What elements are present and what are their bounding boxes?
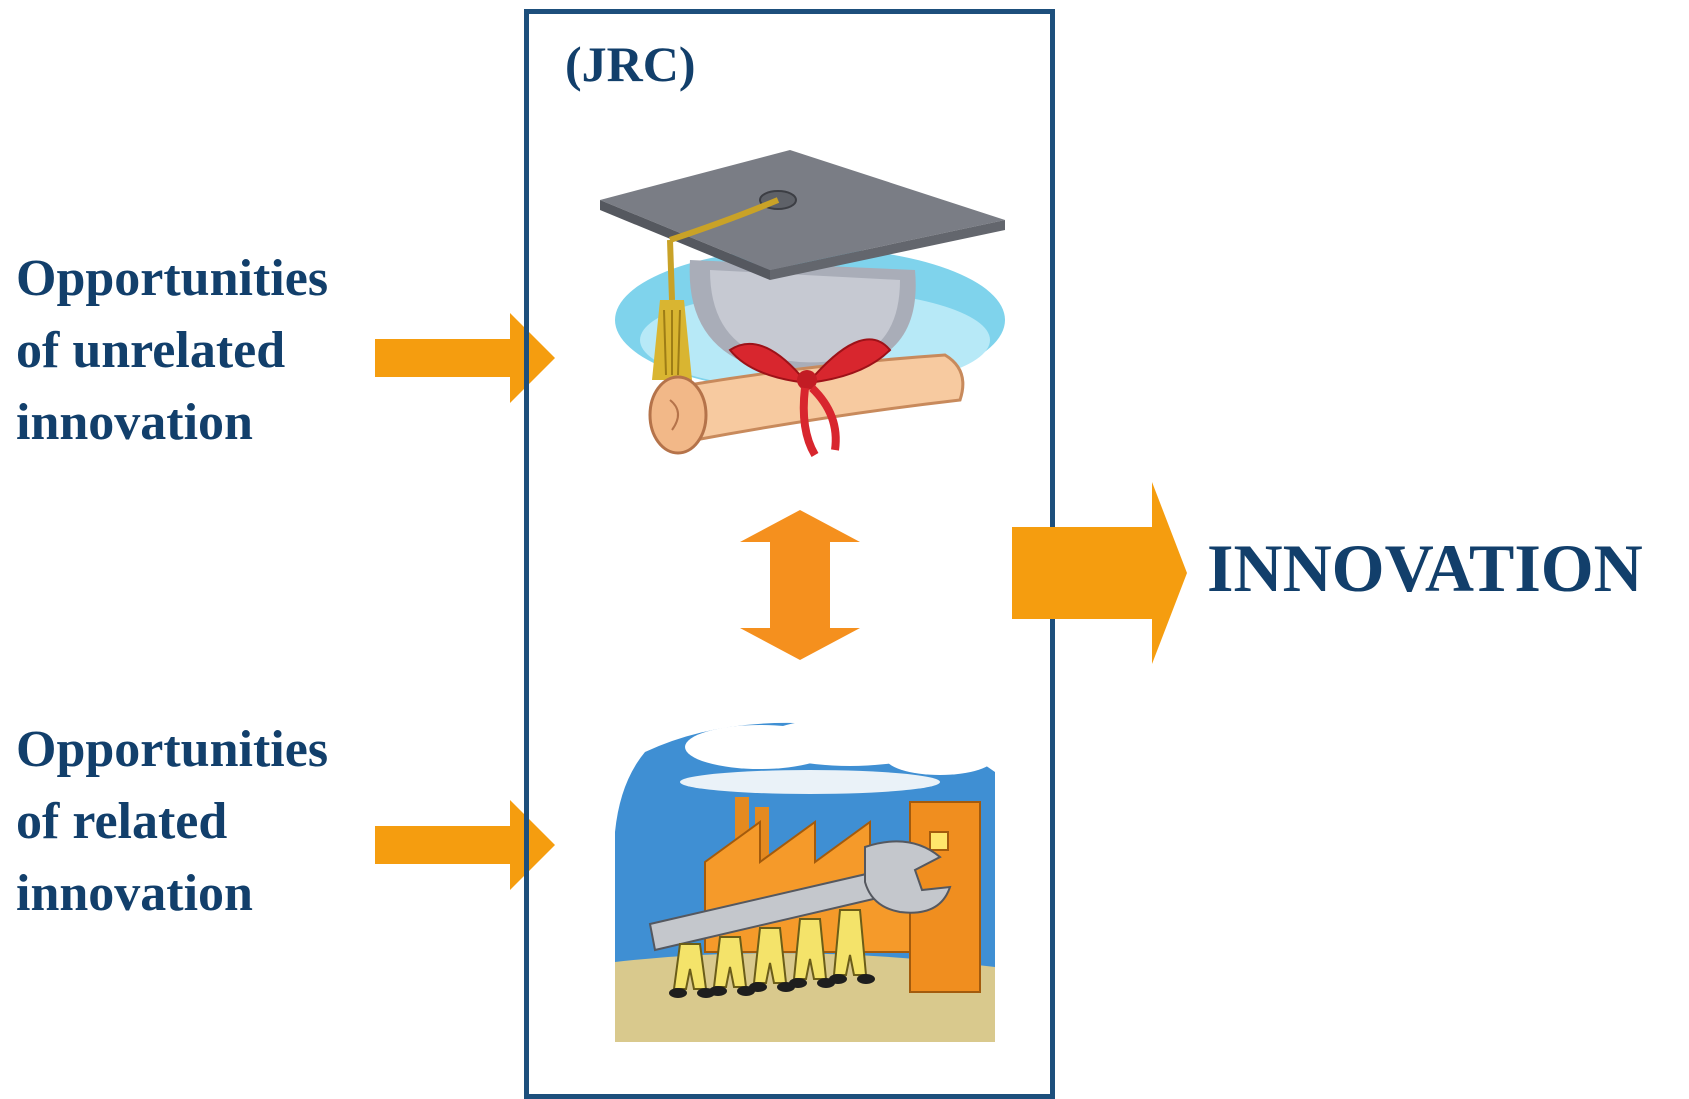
input-label-line: innovation [16, 394, 253, 451]
input-label-line: innovation [16, 865, 253, 922]
factory-workers-wrench-icon [615, 718, 995, 1042]
arrow-related-to-box [375, 800, 555, 890]
input-label-line: of unrelated [16, 322, 286, 379]
arrow-box-to-innovation [1012, 482, 1187, 664]
input-label-related: Opportunities of related innovation [16, 714, 416, 930]
graduation-cap-diploma-icon [600, 150, 1005, 458]
input-label-unrelated: Opportunities of unrelated innovation [16, 243, 416, 459]
input-label-line: Opportunities [16, 721, 329, 778]
input-label-line: of related [16, 793, 228, 850]
jrc-box-title: (JRC) [565, 36, 696, 92]
arrow-unrelated-to-box [375, 313, 555, 403]
input-label-line: Opportunities [16, 250, 329, 307]
double-arrow-icon [740, 510, 860, 660]
innovation-output-label: INNOVATION [1207, 530, 1643, 606]
